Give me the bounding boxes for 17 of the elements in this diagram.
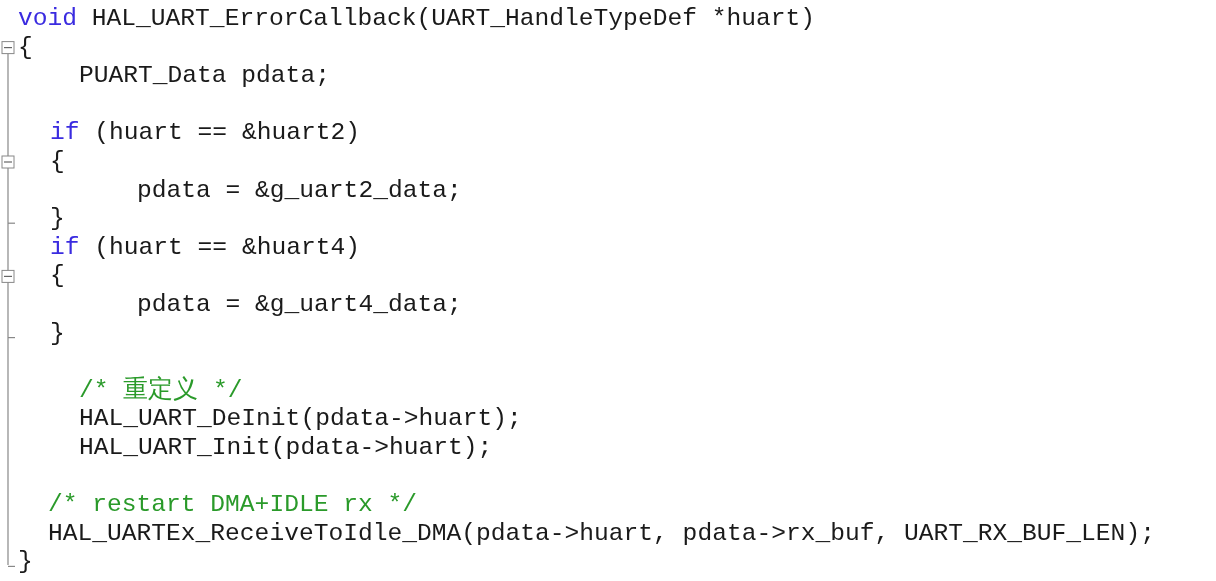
- code-line: pdata = &g_uart2_data;: [137, 176, 462, 205]
- code-comment: /* 重定义 */: [79, 376, 243, 405]
- code-line: void HAL_UART_ErrorCallback(UART_HandleTypeDef *huart): [18, 5, 815, 33]
- code-line: pdata = &g_uart4_data;: [137, 291, 462, 319]
- code-line: HAL_UARTEx_ReceiveToIdle_DMA(pdata->huart, pdata->rx_buf, UART_RX_BUF_LEN);: [48, 519, 1155, 548]
- code-line: }: [50, 205, 65, 234]
- code-line: {: [50, 148, 65, 176]
- code-line: {: [18, 33, 33, 62]
- code-line: PUART_Data pdata;: [79, 62, 330, 91]
- code-line: if (huart == &huart4): [50, 233, 360, 262]
- code-line: {: [50, 262, 65, 291]
- code-line: }: [18, 548, 33, 577]
- code-line: HAL_UART_Init(pdata->huart);: [79, 434, 493, 462]
- code-line: HAL_UART_DeInit(pdata->huart);: [79, 405, 522, 434]
- code-line: }: [50, 319, 65, 348]
- code-line: if (huart == &huart2): [50, 119, 360, 148]
- code-comment: /* restart DMA+IDLE rx */: [48, 491, 417, 520]
